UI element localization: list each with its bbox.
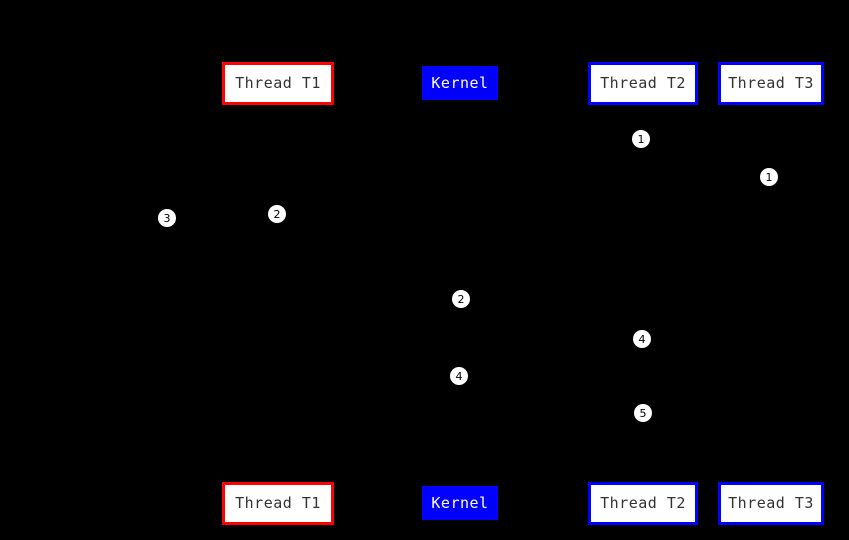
lifeline-t1 [278,105,279,482]
participant-box-thread-t2-top[interactable]: Thread T2 [588,62,698,105]
participant-label: Thread T3 [728,494,814,512]
participant-box-thread-t3-top[interactable]: Thread T3 [718,62,824,105]
participant-label: Thread T2 [600,494,686,512]
participant-box-thread-t3-bottom[interactable]: Thread T3 [718,482,824,525]
step-marker-1: 1 [760,168,778,186]
participant-box-thread-t1-bottom[interactable]: Thread T1 [222,482,334,525]
step-marker-3: 3 [158,209,176,227]
lifeline-t2 [643,105,644,482]
message-arrow [160,218,278,219]
step-marker-1: 1 [632,130,650,148]
step-marker-4: 4 [633,330,651,348]
participant-label: Thread T1 [235,494,321,512]
participant-label: Thread T2 [600,74,686,92]
step-marker-2: 2 [452,290,470,308]
participant-label: Thread T1 [235,74,321,92]
participant-box-thread-t2-bottom[interactable]: Thread T2 [588,482,698,525]
step-marker-4: 4 [450,367,468,385]
participant-label: Kernel [431,493,489,512]
participant-box-kernel-top[interactable]: Kernel [422,66,498,100]
participant-box-thread-t1-top[interactable]: Thread T1 [222,62,334,105]
step-marker-5: 5 [634,404,652,422]
lifeline-t3 [771,105,772,482]
participant-label: Thread T3 [728,74,814,92]
participant-label: Kernel [431,73,489,92]
step-marker-2: 2 [268,205,286,223]
participant-box-kernel-bottom[interactable]: Kernel [422,486,498,520]
